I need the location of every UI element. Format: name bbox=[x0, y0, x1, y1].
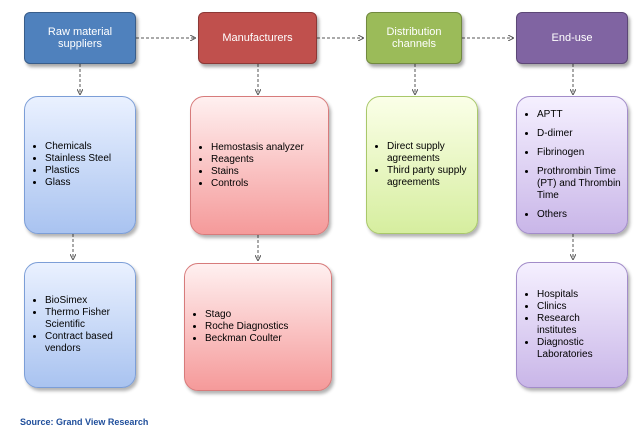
list-item: Beckman Coulter bbox=[205, 333, 288, 345]
list-item: Reagents bbox=[211, 154, 304, 166]
source-caption: Source: Grand View Research bbox=[20, 417, 149, 427]
header-raw-material-suppliers: Raw material suppliers bbox=[24, 12, 136, 64]
header-end-use-label: End-use bbox=[551, 32, 593, 44]
raw-materials-box: Chemicals Stainless Steel Plastics Glass bbox=[24, 96, 136, 234]
list-item: Roche Diagnostics bbox=[205, 321, 288, 333]
list-item: Hospitals bbox=[537, 289, 621, 301]
list-item: Stains bbox=[211, 166, 304, 178]
list-item: Others bbox=[537, 209, 623, 221]
distribution-box: Direct supply agreements Third party sup… bbox=[366, 96, 478, 234]
list-item: Glass bbox=[45, 177, 111, 189]
list-item: Chemicals bbox=[45, 141, 111, 153]
manufacturer-products-box: Hemostasis analyzer Reagents Stains Cont… bbox=[190, 96, 329, 235]
end-use-applications-box: APTT D-dimer Fibrinogen Prothrombin Time… bbox=[516, 96, 628, 234]
header-manufacturers-label: Manufacturers bbox=[222, 32, 293, 44]
list-item: Hemostasis analyzer bbox=[211, 142, 304, 154]
header-end-use: End-use bbox=[516, 12, 628, 64]
list-item: Fibrinogen bbox=[537, 147, 623, 159]
list-item: Stainless Steel bbox=[45, 153, 111, 165]
list-item: APTT bbox=[537, 109, 623, 121]
list-item: Direct supply agreements bbox=[387, 141, 471, 165]
list-item: Plastics bbox=[45, 165, 111, 177]
header-manufacturers: Manufacturers bbox=[198, 12, 317, 64]
list-item: Clinics bbox=[537, 301, 621, 313]
header-distribution-channels: Distribution channels bbox=[366, 12, 462, 64]
end-users-box: Hospitals Clinics Research institutes Di… bbox=[516, 262, 628, 388]
raw-material-vendors-box: BioSimex Thermo Fisher Scientific Contra… bbox=[24, 262, 136, 388]
header-raw-material-label: Raw material suppliers bbox=[47, 26, 113, 50]
list-item: Controls bbox=[211, 178, 304, 190]
list-item: Thermo Fisher Scientific bbox=[45, 307, 129, 331]
list-item: Third party supply agreements bbox=[387, 165, 471, 189]
list-item: Diagnostic Laboratories bbox=[537, 337, 621, 361]
list-item: D-dimer bbox=[537, 128, 623, 140]
list-item: BioSimex bbox=[45, 295, 129, 307]
list-item: Research institutes bbox=[537, 313, 621, 337]
list-item: Prothrombin Time (PT) and Thrombin Time bbox=[537, 166, 623, 202]
manufacturer-companies-box: Stago Roche Diagnostics Beckman Coulter bbox=[184, 263, 332, 391]
list-item: Contract based vendors bbox=[45, 331, 129, 355]
header-distribution-label: Distribution channels bbox=[386, 26, 442, 50]
list-item: Stago bbox=[205, 309, 288, 321]
